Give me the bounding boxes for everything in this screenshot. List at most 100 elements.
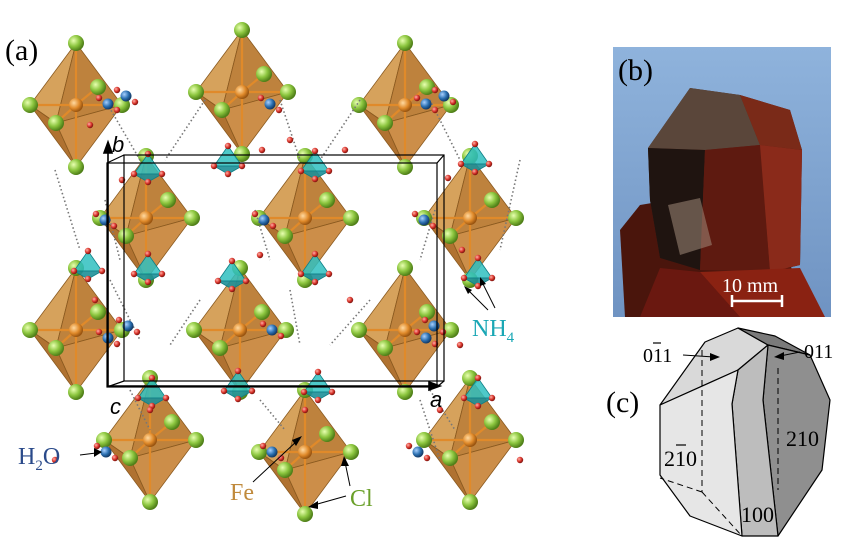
face-2-10-suffix: 10 bbox=[675, 446, 697, 471]
h-atom bbox=[311, 175, 319, 183]
h-atom bbox=[130, 270, 138, 278]
o-atom bbox=[100, 446, 112, 458]
fecl-octahedron bbox=[351, 35, 459, 175]
h2o-o-text: O bbox=[43, 444, 60, 470]
water-molecule bbox=[95, 94, 121, 114]
cl-atom bbox=[90, 79, 106, 95]
cl-atom bbox=[160, 192, 176, 208]
fe-atom bbox=[233, 323, 247, 337]
axis-arrows bbox=[102, 139, 443, 392]
h-atom bbox=[251, 210, 259, 218]
cl-atom bbox=[351, 322, 367, 338]
h-atom bbox=[259, 442, 267, 450]
fe-label: Fe bbox=[230, 480, 254, 506]
cl-atom bbox=[462, 494, 478, 510]
h-atom bbox=[516, 456, 524, 464]
h-atom bbox=[325, 167, 333, 175]
panel-b-label: (b) bbox=[618, 54, 653, 87]
h-atom bbox=[51, 456, 59, 464]
cl-atom bbox=[68, 159, 84, 175]
h-atom bbox=[158, 170, 166, 178]
svg-text:011: 011 bbox=[643, 345, 672, 367]
h-atom bbox=[133, 328, 141, 336]
cl-annotation: Cl bbox=[308, 456, 373, 512]
h-atom bbox=[224, 170, 232, 178]
cl-atom bbox=[234, 146, 250, 162]
cl-atom bbox=[164, 414, 180, 430]
fe-atom bbox=[398, 323, 412, 337]
hydrogen-bond bbox=[164, 99, 206, 161]
cl-atom bbox=[48, 115, 64, 131]
cl-atom bbox=[397, 159, 413, 175]
octahedron-face bbox=[384, 104, 453, 168]
h-atom bbox=[429, 222, 437, 230]
h-atom bbox=[460, 394, 468, 402]
fe-atom bbox=[463, 433, 477, 447]
hydrogen-bond bbox=[259, 399, 286, 431]
cl-atom bbox=[377, 115, 393, 131]
fe-atom bbox=[69, 323, 83, 337]
water-molecule bbox=[251, 210, 277, 230]
axis-b-label: b bbox=[112, 132, 124, 157]
cl-atom bbox=[212, 340, 228, 356]
cl-atom bbox=[22, 322, 38, 338]
o-atom bbox=[122, 320, 134, 332]
cl-atom bbox=[442, 450, 458, 466]
h-atom bbox=[95, 94, 103, 102]
water-molecule bbox=[93, 442, 119, 462]
fe-atom bbox=[69, 98, 83, 112]
h-atom bbox=[297, 167, 305, 175]
tetrahedron-face bbox=[132, 273, 164, 283]
fecl-octahedron bbox=[92, 148, 200, 288]
o-atom bbox=[428, 320, 440, 332]
h-atom bbox=[84, 275, 92, 283]
h-atom bbox=[256, 251, 264, 259]
h-atom bbox=[346, 296, 354, 304]
h-atom bbox=[148, 374, 156, 382]
h-atom bbox=[413, 94, 421, 102]
tetrahedron-face bbox=[459, 163, 491, 173]
o-atom bbox=[438, 90, 450, 102]
h-atom bbox=[210, 162, 218, 170]
fecl-octahedron bbox=[188, 22, 296, 162]
h-atom bbox=[431, 86, 439, 94]
cl-atom bbox=[118, 228, 134, 244]
panel-a-label: (a) bbox=[5, 34, 38, 67]
fe-atom bbox=[143, 433, 157, 447]
h2o-h-text: H bbox=[18, 444, 35, 470]
cl-atom bbox=[397, 35, 413, 51]
cl-atom bbox=[377, 340, 393, 356]
h-atom bbox=[144, 278, 152, 286]
tetrahedron-face bbox=[212, 165, 244, 175]
cl-atom bbox=[443, 322, 459, 338]
crystal-habit-drawing bbox=[659, 327, 831, 537]
cl-atom bbox=[319, 426, 335, 442]
h-atom bbox=[277, 454, 285, 462]
cl-atom bbox=[188, 432, 204, 448]
fe-atom bbox=[298, 211, 312, 225]
cl-atom bbox=[186, 322, 202, 338]
nh4-tetrahedron bbox=[457, 140, 493, 176]
h-atom bbox=[146, 406, 154, 414]
h-atom bbox=[311, 147, 319, 155]
tetrahedron-face bbox=[216, 280, 248, 290]
tetrahedron-face bbox=[222, 390, 254, 400]
h-atom bbox=[405, 442, 413, 450]
h-atom bbox=[228, 257, 236, 265]
nh4-tetrahedron bbox=[210, 142, 246, 178]
h-atom bbox=[113, 106, 121, 114]
hydrogen-bond bbox=[279, 99, 301, 161]
face-011-label: 011 bbox=[804, 341, 833, 363]
h-atom bbox=[134, 394, 142, 402]
h-atom bbox=[411, 210, 419, 218]
h-atom bbox=[328, 388, 336, 396]
cl-atom bbox=[122, 450, 138, 466]
h-atom bbox=[98, 267, 106, 275]
o-atom bbox=[266, 446, 278, 458]
o-atom bbox=[412, 446, 424, 458]
water-molecule bbox=[259, 320, 285, 340]
h2o-subscript: 2 bbox=[35, 458, 43, 474]
cl-atom bbox=[184, 210, 200, 226]
h-atom bbox=[413, 328, 421, 336]
water-molecule bbox=[113, 86, 139, 106]
